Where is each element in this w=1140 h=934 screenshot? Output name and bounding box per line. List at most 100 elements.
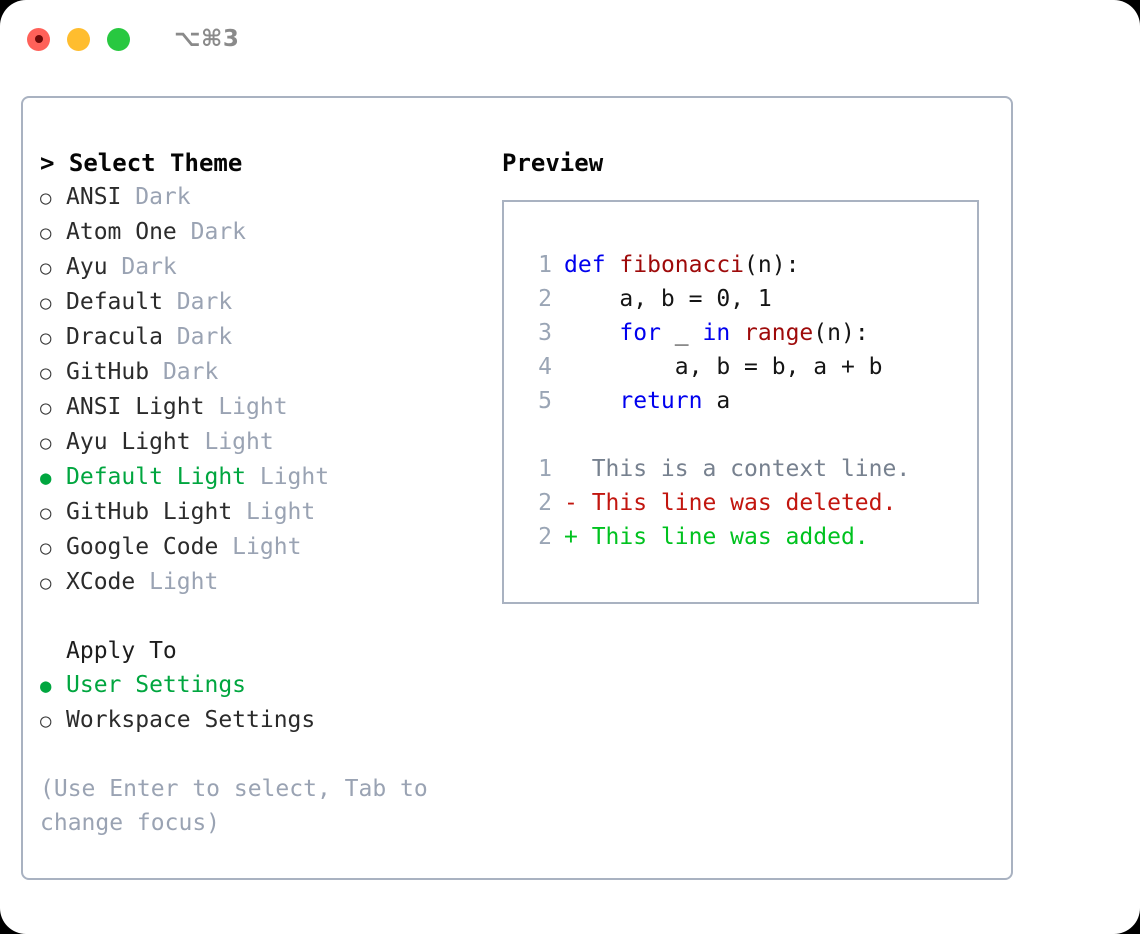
code-token-plain: a — [702, 388, 731, 414]
keyboard-hint-text: (Use Enter to select, Tab to change focu… — [40, 776, 442, 836]
theme-option-8[interactable]: ●Default Light Light — [40, 460, 492, 495]
preview-title: Preview — [502, 149, 604, 177]
diff-line-content: + This line was added. — [564, 524, 869, 550]
diff-line-deleted: 2 - This line was deleted. — [504, 486, 977, 520]
diff-line-content: This is a context line. — [564, 456, 911, 482]
theme-option-label: ANSI Light — [66, 394, 205, 420]
theme-option-label: XCode — [66, 569, 136, 595]
code-token-plain — [606, 252, 620, 278]
radio-unselected-icon: ○ — [40, 432, 52, 454]
theme-list: ○ANSI Dark○Atom One Dark○Ayu Dark○Defaul… — [40, 180, 492, 600]
code-token-kw: in — [702, 320, 731, 346]
theme-list-column: > Select Theme ○ANSI Dark○Atom One Dark○… — [40, 146, 492, 840]
radio-unselected-icon: ○ — [40, 327, 52, 349]
theme-option-category: Dark — [149, 359, 219, 385]
theme-option-category: Dark — [162, 324, 233, 350]
theme-option-category: Dark — [107, 254, 177, 280]
code-token-plain — [730, 320, 744, 346]
code-line-1: 1 def fibonacci(n): — [504, 248, 977, 282]
apply-to-header: Apply To — [66, 638, 177, 664]
theme-option-10[interactable]: ○Google Code Light — [40, 530, 492, 565]
code-token-plain — [564, 320, 619, 346]
code-line-number: 1 — [538, 252, 552, 278]
radio-unselected-icon: ○ — [40, 362, 52, 384]
theme-option-0[interactable]: ○ANSI Dark — [40, 180, 492, 215]
code-line-content: def fibonacci(n): — [564, 248, 799, 282]
radio-unselected-icon: ○ — [40, 257, 52, 279]
radio-unselected-icon: ○ — [40, 537, 52, 559]
theme-option-5[interactable]: ○ GitHub Dark — [40, 355, 492, 390]
code-token-kw: for — [619, 320, 661, 346]
theme-option-category: Light — [135, 569, 219, 595]
code-line-number: 3 — [538, 320, 552, 346]
theme-option-category: Dark — [176, 219, 247, 245]
diff-line-number: 1 — [538, 456, 552, 482]
theme-option-9[interactable]: ○ GitHub Light Light — [40, 495, 492, 530]
code-token-plain: a, b = 0, 1 — [564, 286, 772, 312]
code-token-plain: _ — [660, 320, 703, 346]
code-line-number: 4 — [538, 354, 552, 380]
diff-sample: 1 This is a context line. 2 - This line wa… — [504, 452, 977, 554]
minimize-button[interactable] — [67, 27, 90, 51]
code-token-plain: a, b = b, a + b — [564, 354, 883, 380]
code-line-content: a, b = 0, 1 — [564, 282, 772, 316]
theme-option-11[interactable]: ○ XCode Light — [40, 565, 492, 600]
maximize-button[interactable] — [107, 27, 130, 51]
theme-option-3[interactable]: ○ Default Dark — [40, 285, 492, 320]
theme-option-4[interactable]: ○Dracula Dark — [40, 320, 492, 355]
apply-to-option-label: User Settings — [66, 672, 247, 698]
apply-to-list: ●User Settings○Workspace Settings — [40, 668, 492, 738]
code-line-content: for _ in range(n): — [564, 316, 869, 350]
diff-line-number: 2 — [538, 490, 552, 516]
theme-option-6[interactable]: ○ANSI Light Light — [40, 390, 492, 425]
theme-option-label: GitHub Light — [66, 499, 233, 525]
theme-selector-panel: > Select Theme ○ANSI Dark○Atom One Dark○… — [21, 96, 1013, 880]
theme-option-category: Dark — [121, 184, 191, 210]
code-token-fn: range — [744, 320, 814, 346]
theme-option-2[interactable]: ○ Ayu Dark — [40, 250, 492, 285]
apply-to-option-label: Workspace Settings — [66, 707, 316, 733]
radio-unselected-icon: ○ — [40, 397, 52, 419]
theme-option-category: Light — [246, 464, 330, 490]
theme-option-category: Light — [232, 499, 316, 525]
diff-line-content: - This line was deleted. — [564, 490, 897, 516]
theme-option-label: Ayu — [66, 254, 108, 280]
theme-option-1[interactable]: ○ Atom One Dark — [40, 215, 492, 250]
close-button[interactable] — [27, 27, 50, 51]
theme-option-label: GitHub — [66, 359, 150, 385]
code-line-content: a, b = b, a + b — [564, 350, 883, 384]
keyboard-shortcut-label: ⌥⌘3 — [174, 26, 240, 52]
diff-line-added: 2 + This line was added. — [504, 520, 977, 554]
theme-option-category: Light — [190, 429, 274, 455]
code-line-4: 4 a, b = b, a + b — [504, 350, 977, 384]
theme-option-label: Atom One — [66, 219, 177, 245]
code-token-kw: def — [564, 252, 606, 278]
code-token-plain: (n): — [813, 320, 869, 346]
code-line-5: 5 return a — [504, 384, 977, 418]
theme-option-label: Default — [66, 289, 163, 315]
theme-option-category: Light — [218, 534, 302, 560]
code-token-fn: fibonacci — [619, 252, 745, 278]
code-token-kw: return — [619, 388, 703, 414]
radio-unselected-icon: ○ — [40, 222, 52, 244]
apply-to-option-1[interactable]: ○Workspace Settings — [40, 703, 492, 738]
radio-unselected-icon: ○ — [40, 187, 52, 209]
radio-unselected-icon: ○ — [40, 292, 52, 314]
radio-unselected-icon: ○ — [40, 502, 52, 524]
select-theme-header: > Select Theme — [40, 149, 243, 177]
code-line-number: 5 — [538, 388, 552, 414]
code-line-content: return a — [564, 384, 730, 418]
code-line-2: 2 a, b = 0, 1 — [504, 282, 977, 316]
radio-unselected-icon: ○ — [40, 572, 52, 594]
code-token-plain — [564, 388, 619, 414]
diff-line-number: 2 — [538, 524, 552, 550]
theme-option-7[interactable]: ○Ayu Light Light — [40, 425, 492, 460]
apply-to-option-0[interactable]: ●User Settings — [40, 668, 492, 703]
code-line-number: 2 — [538, 286, 552, 312]
theme-option-category: Dark — [162, 289, 233, 315]
diff-line-context: 1 This is a context line. — [504, 452, 977, 486]
